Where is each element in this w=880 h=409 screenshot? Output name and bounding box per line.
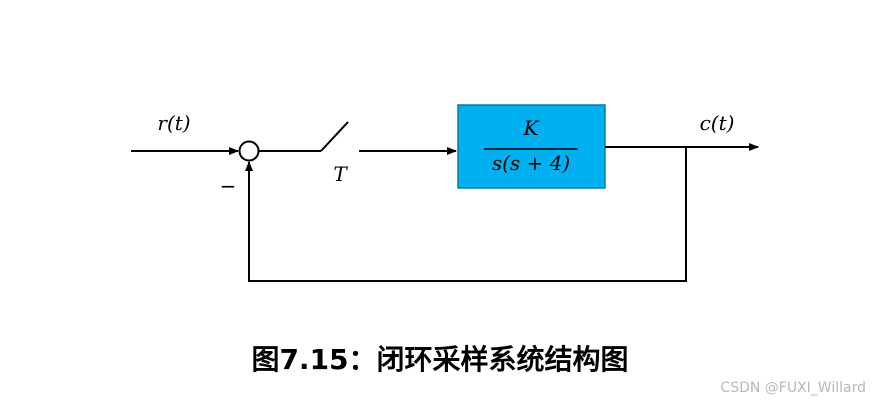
watermark: CSDN @FUXI_Willard xyxy=(720,380,866,396)
transfer-function-denominator: s(s + 4) xyxy=(492,151,570,175)
feedback-path xyxy=(245,147,687,282)
block-diagram: r(t) − T K s(s + 4) c(t) xyxy=(131,104,759,282)
plant-block xyxy=(457,104,606,189)
sampler-period-label: T xyxy=(333,162,348,186)
transfer-function-numerator: K xyxy=(523,116,540,140)
input-label: r(t) xyxy=(157,111,190,135)
output-label: c(t) xyxy=(700,111,735,135)
feedback-sign: − xyxy=(220,174,237,198)
figure-caption: 图7.15：闭环采样系统结构图 xyxy=(251,343,629,376)
summing-junction xyxy=(238,140,260,162)
sampler-switch xyxy=(320,121,349,152)
